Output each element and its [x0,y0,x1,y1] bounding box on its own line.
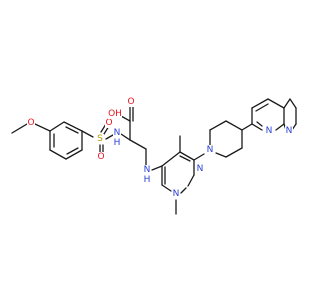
atom-label-background [143,165,151,175]
bond [275,123,285,131]
bond [209,120,227,131]
bond [65,149,83,160]
bond [65,126,79,134]
bond [11,123,28,134]
bond [129,139,147,150]
atom-label-background [196,164,204,174]
bond [161,184,172,192]
bond [105,134,114,140]
bond [179,155,191,162]
atom-label-n-pyrimidine-1: N [173,189,180,199]
bond [49,121,65,132]
atom-label-o-methoxy: O [27,118,34,128]
atom-label-background [143,175,151,185]
atom-label-h-amine: H [144,175,151,185]
bond [120,133,131,141]
atom-label-background [105,118,113,128]
atom-label-n-piperidine: N [207,145,214,155]
atom-label-background [97,152,105,162]
bond [180,187,187,194]
bond [66,147,79,155]
bond [161,151,181,167]
atom-label-background [96,134,104,144]
atom-label-background [113,128,121,138]
bond [255,103,269,112]
atom-label-background [265,126,273,136]
atom-label-n-sulfonamide: N [114,128,121,138]
bond [120,115,131,122]
bond [215,152,227,158]
atom-label-background [113,138,121,148]
atom-label-h-sulfonamide: H [114,138,121,148]
bond [251,98,269,109]
atom-label-background [206,145,214,155]
bond [81,130,94,138]
atom-label-n-naphthyridine-2: N [286,126,293,136]
bond [225,147,243,158]
bond [225,120,243,131]
bond [256,121,263,127]
atom-label-n-naphthyridine-1: N [266,126,273,136]
atom-label-oh-acid: OH [108,109,122,119]
bond [289,98,297,109]
bond [283,98,291,109]
atom-label-n-amine: N [144,165,151,175]
bond [151,165,163,171]
bond [179,151,195,161]
atom-label-o-sulfonyl-1: O [97,152,104,162]
atom-label-o-carbonyl: O [127,97,134,107]
bond [63,121,83,132]
bond [34,123,51,132]
bond [187,174,195,187]
bond [251,123,263,131]
bond [193,153,205,161]
atom-label-n-pyrimidine-2: N [197,164,204,174]
atom-label-background [285,126,293,136]
atom-label-s-sulfonyl: S [97,134,103,144]
atom-label-background [172,189,180,199]
atom-label-background [108,109,122,119]
atom-label-o-sulfonyl-2: O [105,118,112,128]
bond-layer [11,98,297,215]
bond [267,98,285,109]
atom-label-background [27,118,35,128]
bond [241,123,253,131]
bond [49,149,67,160]
atom-label-background [127,97,135,107]
